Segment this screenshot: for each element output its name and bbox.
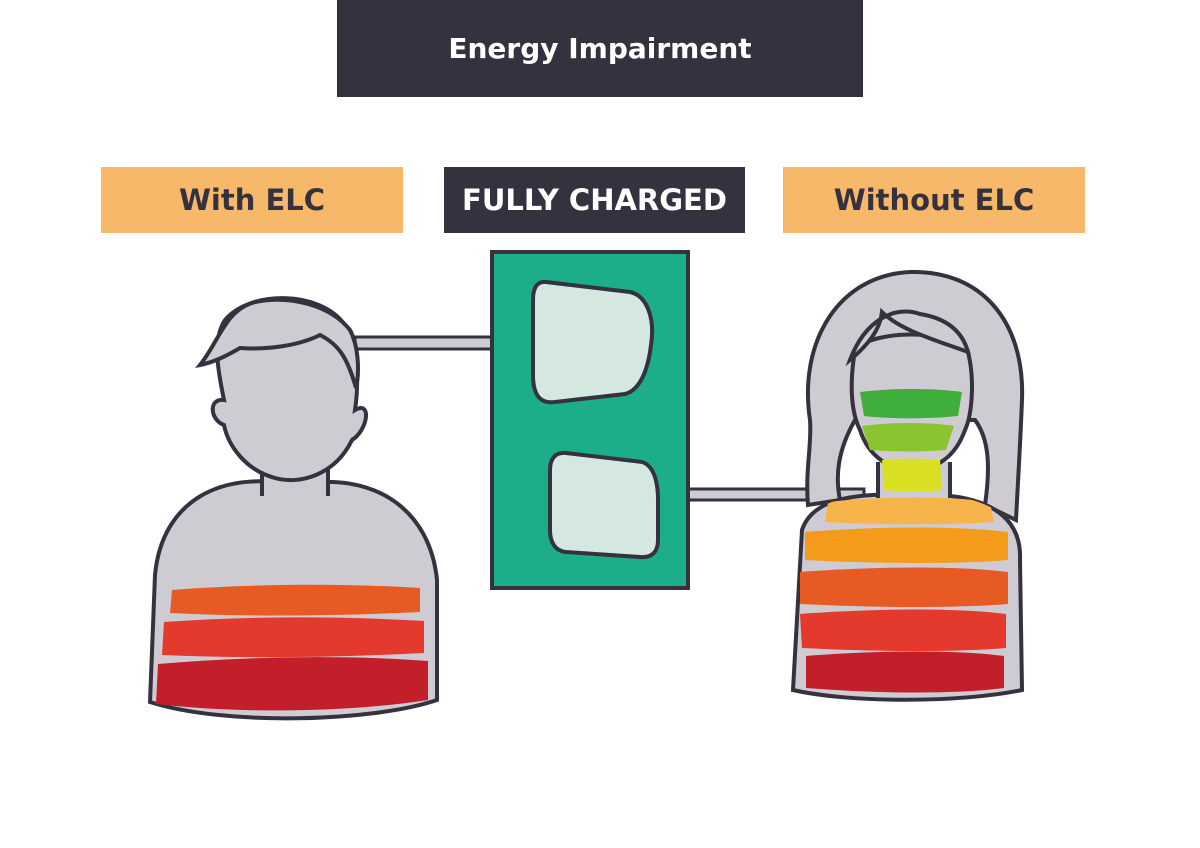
fully-charged-text: FULLY CHARGED [462, 183, 727, 217]
title-banner: Energy Impairment [337, 0, 863, 97]
woman-body-energy-bars [800, 497, 1008, 693]
socket-top [531, 279, 655, 405]
with-elc-text: With ELC [178, 183, 326, 217]
man-figure [147, 296, 439, 721]
power-outlet [490, 250, 690, 590]
man-energy-bars [156, 584, 428, 711]
socket-bottom [548, 450, 660, 560]
without-elc-label: Without ELC [783, 167, 1085, 233]
with-elc-label: With ELC [101, 167, 403, 233]
woman-fringe [845, 307, 971, 367]
man-hair [195, 297, 360, 389]
without-elc-text: Without ELC [833, 183, 1035, 217]
woman-energy-bars [860, 389, 962, 492]
page-title: Energy Impairment [448, 32, 752, 65]
fully-charged-label: FULLY CHARGED [444, 167, 745, 233]
woman-figure [790, 269, 1025, 702]
